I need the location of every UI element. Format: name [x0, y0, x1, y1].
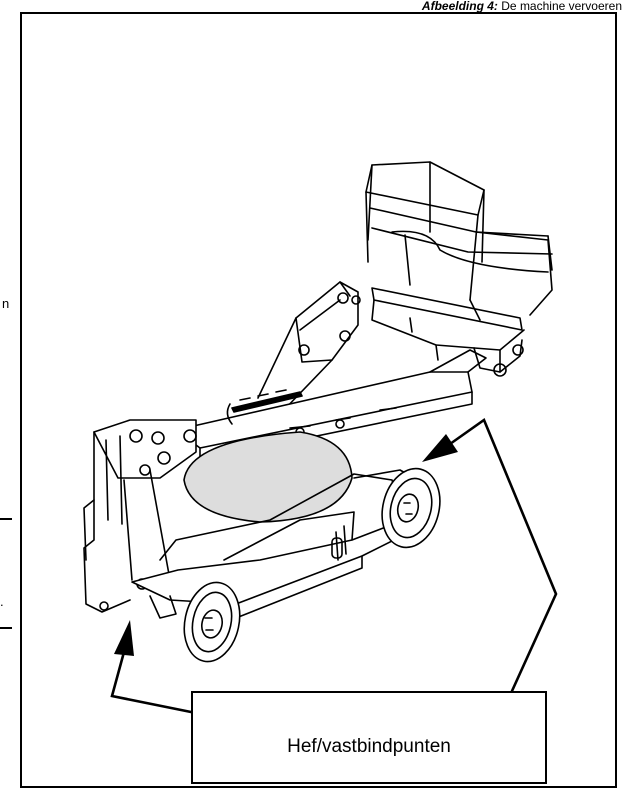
- callout-label-box: Hef/vastbindpunten: [191, 691, 547, 784]
- figure-title: De machine vervoeren: [501, 0, 622, 13]
- front-wheel: [183, 581, 241, 663]
- margin-glyph-top: n: [2, 296, 10, 311]
- callout-label: Hef/vastbindpunten: [287, 735, 451, 757]
- figure-label: Afbeelding 4:: [421, 0, 498, 13]
- margin-rule-bottom: [0, 627, 12, 629]
- upper-arm: [257, 281, 361, 413]
- rear-wheel: [381, 467, 441, 549]
- turret-column: [83, 419, 197, 613]
- turntable: [183, 431, 353, 523]
- margin-glyph-bottom: .: [0, 594, 4, 609]
- figure-frame: [20, 12, 617, 788]
- figure-caption: Afbeelding 4: De machine vervoeren: [422, 0, 622, 14]
- callout-lines: [110, 417, 558, 714]
- jib-boom: [175, 349, 487, 461]
- margin-rule-top: [0, 518, 12, 520]
- platform-basket: [365, 161, 553, 377]
